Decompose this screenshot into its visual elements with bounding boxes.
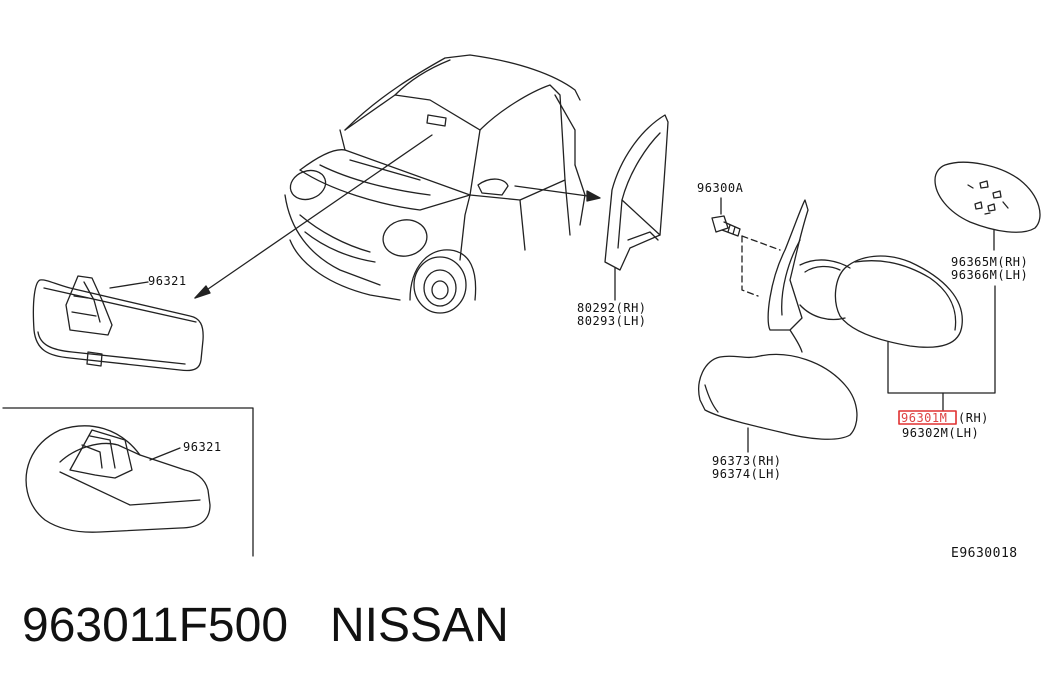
part-number: 963011F500: [22, 599, 289, 652]
footer-caption: 963011F500 NISSAN: [22, 598, 509, 658]
inner-mirror-main: [32, 275, 204, 372]
mirror-glass: [934, 161, 1041, 233]
brand-name: NISSAN: [330, 599, 509, 652]
bolt-part: [711, 197, 741, 237]
label-96373-rh: 96373(RH): [712, 454, 782, 468]
label-96321-inset: 96321: [183, 440, 222, 454]
label-96365m-rh: 96365M(RH): [951, 255, 1028, 269]
mirror-cover: [698, 353, 858, 453]
part-highlight-box: [898, 410, 957, 425]
corner-finisher: [604, 114, 669, 301]
label-80293-lh: 80293(LH): [577, 314, 647, 328]
callout-lines: [887, 229, 996, 411]
car-illustration: [284, 54, 586, 314]
label-80292-rh: 80292(RH): [577, 301, 647, 315]
label-96300a: 96300A: [697, 181, 744, 195]
label-96374-lh: 96374(LH): [712, 467, 782, 481]
label-96301m: 96301M: [901, 411, 947, 425]
leader-arrows: [194, 134, 601, 299]
label-96302m-lh: 96302M(LH): [902, 426, 979, 440]
label-96321-main: 96321: [148, 274, 187, 288]
dashed-guides: [741, 235, 781, 297]
label-96301m-rh-suffix: (RH): [958, 411, 989, 425]
label-96366m-lh: 96366M(LH): [951, 268, 1028, 282]
door-mirror-assembly: [767, 199, 963, 353]
figure-code: E9630018: [951, 546, 1018, 561]
inset-box: [2, 407, 254, 557]
